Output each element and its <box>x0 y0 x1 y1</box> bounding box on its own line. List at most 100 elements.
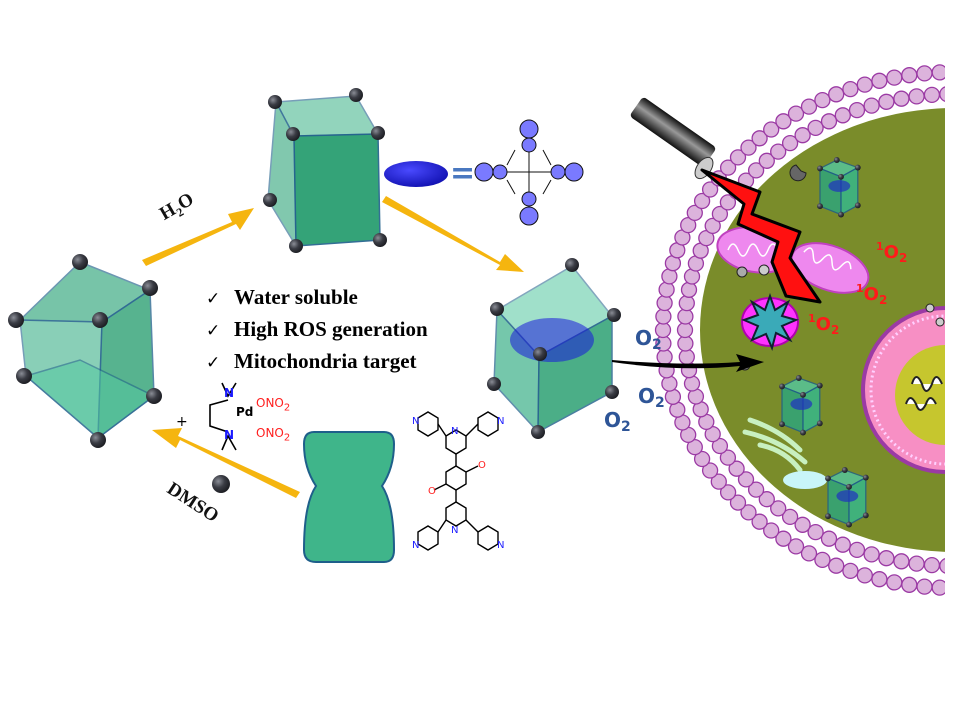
nitrate-ligand: ONO2 <box>256 426 291 444</box>
lipid-head <box>763 522 780 539</box>
lipid-head <box>775 113 792 130</box>
lipid-head <box>677 335 694 352</box>
singlet-oxygen-label: 1O2 <box>808 312 840 337</box>
lipid-head <box>814 551 831 569</box>
lipid-head <box>711 437 729 455</box>
lipid-head <box>828 557 845 574</box>
lipid-head <box>908 555 925 572</box>
lipid-head <box>800 545 818 562</box>
oxygen-atom: O <box>478 460 486 471</box>
lipid-head <box>781 134 799 152</box>
lipid-head <box>908 88 925 105</box>
lipid-head <box>751 513 768 530</box>
lipid-head <box>710 473 727 490</box>
lipid-head <box>828 86 845 103</box>
damaged-mitochondrion <box>741 293 799 352</box>
lipid-head <box>863 97 880 114</box>
guest-molecule <box>384 161 448 187</box>
lipid-head <box>848 541 866 559</box>
lipid-head <box>704 217 721 235</box>
ligand-shape <box>302 431 396 563</box>
lipid-head <box>787 538 805 555</box>
check-icon: ✓ <box>206 289 221 309</box>
lipid-head <box>719 194 737 211</box>
nitrogen-atom: N <box>412 540 420 551</box>
oxygen-label: O2 <box>635 326 662 353</box>
lipid-head <box>693 450 711 468</box>
lipid-head <box>740 504 757 521</box>
lipid-head <box>820 113 838 130</box>
lipid-head <box>719 484 737 501</box>
lipid-head <box>719 159 737 176</box>
lipid-head <box>916 578 933 595</box>
lipid-head <box>656 294 673 312</box>
lipid-head <box>655 308 672 325</box>
lipid-head <box>678 294 695 312</box>
nitrogen-atom: N <box>224 428 235 442</box>
lipid-head <box>711 205 729 223</box>
pd-ion <box>212 475 230 493</box>
nitrogen-atom: N <box>497 416 505 427</box>
lipid-head <box>794 516 811 533</box>
lipid-head <box>740 139 757 156</box>
nitrogen-atom: N <box>497 540 505 551</box>
feature-item: ✓High ROS generation <box>206 314 428 346</box>
lipid-head <box>758 152 775 169</box>
nucleolus <box>895 345 945 445</box>
lipid-head <box>680 281 698 298</box>
light-beam-icon <box>700 168 822 304</box>
check-icon: ✓ <box>206 353 221 373</box>
lipid-head <box>729 494 747 511</box>
lipid-head <box>871 72 888 89</box>
lipid-head <box>931 64 945 81</box>
lipid-head <box>701 181 719 198</box>
cage-empty-water <box>263 88 387 253</box>
oxygen-atom: O <box>428 486 436 497</box>
lipid-head <box>939 558 945 574</box>
lipid-head <box>775 530 792 547</box>
lipid-head <box>893 90 910 107</box>
lipid-head <box>794 127 811 144</box>
lipid-head <box>729 149 747 166</box>
lipid-head <box>886 574 903 591</box>
lipid-head <box>781 508 799 526</box>
lipid-head <box>901 576 918 593</box>
lipid-head <box>747 162 765 179</box>
nitrogen-atom: N <box>451 525 459 536</box>
lipid-head <box>923 556 941 574</box>
cage-with-guest <box>487 258 621 439</box>
lipid-head <box>848 101 866 119</box>
lipid-head <box>878 93 895 110</box>
lipid-head <box>758 491 775 508</box>
lipid-head <box>820 530 838 547</box>
equals-sign: = <box>450 156 476 191</box>
lipid-head <box>842 562 859 580</box>
palladium-atom: Pd <box>236 405 254 419</box>
lipid-head <box>763 121 780 138</box>
lipid-head <box>719 449 737 466</box>
lipid-head <box>807 523 824 541</box>
lipid-head <box>747 481 765 498</box>
lipid-head <box>923 86 941 104</box>
feature-item: ✓Water soluble <box>206 282 428 314</box>
lipid-head <box>728 460 745 477</box>
lipid-head <box>814 91 831 109</box>
lipid-head <box>842 80 859 98</box>
feature-list: ✓Water soluble ✓High ROS generation ✓Mit… <box>206 282 428 378</box>
lipid-head <box>863 546 880 563</box>
organic-ligand-bonds <box>417 411 499 551</box>
nitrate-ligand: ONO2 <box>256 396 291 414</box>
lipid-head <box>683 375 701 392</box>
lipid-head <box>834 107 851 124</box>
oxygen-label: O2 <box>604 408 631 435</box>
lipid-head <box>677 308 694 325</box>
lipid-head <box>678 348 695 366</box>
arrow-guest-binding <box>382 196 524 272</box>
arrow-water <box>142 208 254 266</box>
dna-icon <box>905 376 943 411</box>
nitrogen-atom: N <box>412 416 420 427</box>
lipid-head <box>878 550 895 567</box>
cage-empty-dmso <box>8 254 162 448</box>
lipid-head <box>770 500 787 517</box>
